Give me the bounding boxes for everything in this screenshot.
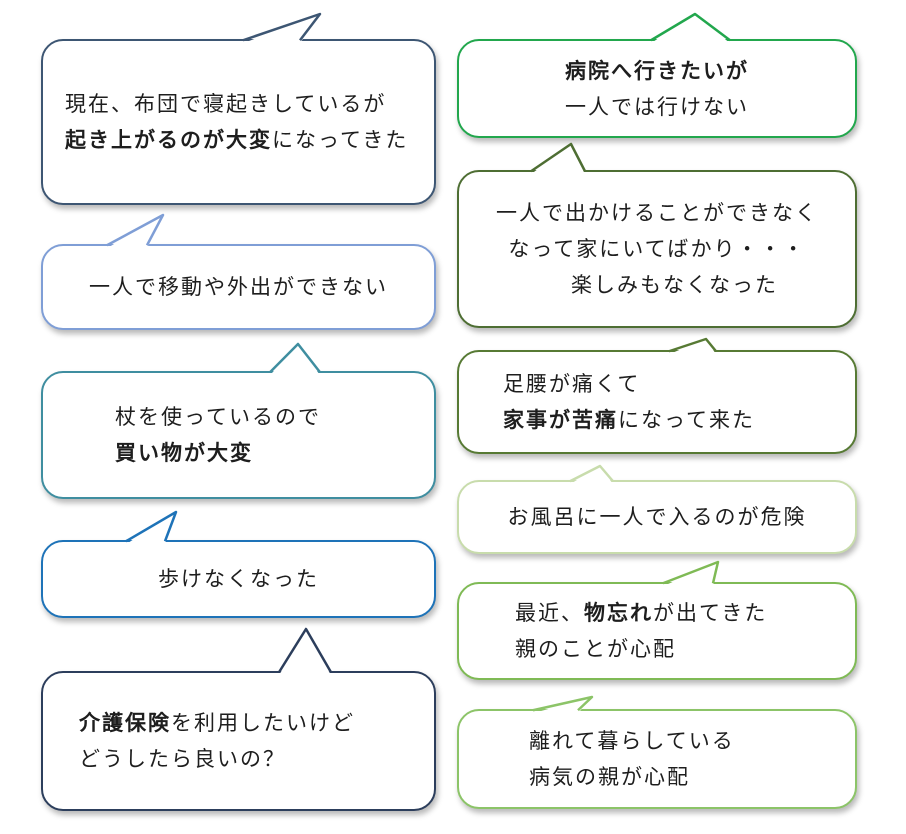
bubble-text-emphasis: 家事が苦痛 xyxy=(503,408,618,432)
bubble-text: 一人で出かけることができなく xyxy=(496,201,818,225)
bubble-text: 杖を使っているので xyxy=(115,405,321,429)
bubble-text-line: 一人で出かけることができなく xyxy=(459,195,855,231)
bubble-text: 現在、布団で寝起きしているが xyxy=(65,92,387,116)
speech-bubble-right-3: 足腰が痛くて家事が苦痛になって来た xyxy=(457,350,857,454)
bubble-tail-left-1 xyxy=(242,12,322,44)
bubble-text-line: 一人では行けない xyxy=(459,89,855,125)
bubble-text-line: 一人で移動や外出ができない xyxy=(43,269,434,305)
bubble-tail-left-4 xyxy=(125,510,178,545)
speech-bubble-left-5: 介護保険を利用したいけどどうしたら良いの？ xyxy=(41,671,436,811)
speech-bubble-left-4: 歩けなくなった xyxy=(41,540,436,618)
bubble-text-line: 足腰が痛くて xyxy=(503,366,855,402)
bubble-text-line: 最近、物忘れが出てきた xyxy=(515,595,855,631)
bubble-tail-right-5 xyxy=(662,560,720,587)
speech-bubble-left-3: 杖を使っているので買い物が大変 xyxy=(41,371,436,499)
bubble-text-line: 買い物が大変 xyxy=(115,435,434,471)
speech-bubble-left-2: 一人で移動や外出ができない xyxy=(41,244,436,330)
bubble-tail-left-3 xyxy=(269,342,321,376)
speech-bubble-right-5: 最近、物忘れが出てきた親のことが心配 xyxy=(457,582,857,680)
bubble-text-line: 介護保険を利用したいけど xyxy=(79,705,434,741)
bubble-text: 親のことが心配 xyxy=(515,637,676,661)
bubble-text-line: 杖を使っているので xyxy=(115,399,434,435)
bubble-text-line: なって家にいてばかり・・・ xyxy=(459,231,855,267)
bubble-text: なって家にいてばかり・・・ xyxy=(508,237,806,261)
bubble-tail-left-5 xyxy=(277,627,333,676)
bubble-text-emphasis: 物忘れ xyxy=(584,601,653,625)
bubble-text: お風呂に一人で入るのが危険 xyxy=(507,505,807,529)
bubble-text-emphasis: 起き上がるのが大変 xyxy=(65,128,272,152)
bubble-text-line: お風呂に一人で入るのが危険 xyxy=(459,499,855,535)
bubble-text-line: どうしたら良いの？ xyxy=(79,741,434,777)
bubble-text-line: 病院へ行きたいが xyxy=(459,53,855,89)
speech-bubble-left-1: 現在、布団で寝起きしているが起き上がるのが大変になってきた xyxy=(41,39,436,205)
bubble-text-line: 病気の親が心配 xyxy=(529,759,855,795)
bubble-text-line: 現在、布団で寝起きしているが xyxy=(65,86,434,122)
bubble-text-emphasis: 病院へ行きたいが xyxy=(565,58,749,83)
bubble-text: 一人で移動や外出ができない xyxy=(89,275,388,299)
bubble-text: 最近、 xyxy=(515,601,584,625)
speech-bubble-right-1: 病院へ行きたいが一人では行けない xyxy=(457,39,857,138)
bubble-text-emphasis: 買い物が大変 xyxy=(115,441,253,465)
bubble-text: を利用したいけど xyxy=(171,711,355,735)
bubble-tail-right-4 xyxy=(569,464,614,485)
bubble-text-line: 歩けなくなった xyxy=(43,561,434,597)
bubble-tail-left-2 xyxy=(106,213,165,249)
bubble-text-line: 楽しみもなくなった xyxy=(459,267,855,303)
speech-bubble-right-6: 離れて暮らしている病気の親が心配 xyxy=(457,709,857,809)
bubble-text: 楽しみもなくなった xyxy=(571,273,778,297)
bubble-text-line: 離れて暮らしている xyxy=(529,723,855,759)
bubble-text: が出てきた xyxy=(653,601,768,625)
bubble-text: 病気の親が心配 xyxy=(529,765,690,789)
bubble-tail-right-1 xyxy=(650,12,731,44)
bubble-text: になってきた xyxy=(272,128,409,152)
speech-bubble-right-2: 一人で出かけることができなくなって家にいてばかり・・・楽しみもなくなった xyxy=(457,170,857,328)
bubble-text-line: 起き上がるのが大変になってきた xyxy=(65,122,434,158)
bubble-text-line: 家事が苦痛になって来た xyxy=(503,402,855,438)
bubble-tail-right-3 xyxy=(668,337,717,355)
bubble-text: になって来た xyxy=(618,408,755,432)
bubble-text: 一人では行けない xyxy=(565,94,749,119)
bubble-text: どうしたら良いの？ xyxy=(79,747,286,771)
bubble-text-line: 親のことが心配 xyxy=(515,631,855,667)
speech-bubble-right-4: お風呂に一人で入るのが危険 xyxy=(457,480,857,554)
bubble-text-emphasis: 介護保険 xyxy=(79,711,171,735)
bubble-text: 歩けなくなった xyxy=(158,567,319,591)
bubble-text: 離れて暮らしている xyxy=(529,729,735,753)
bubble-tail-right-6 xyxy=(532,695,594,714)
bubble-tail-right-2 xyxy=(530,142,587,175)
bubble-text: 足腰が痛くて xyxy=(503,372,641,396)
